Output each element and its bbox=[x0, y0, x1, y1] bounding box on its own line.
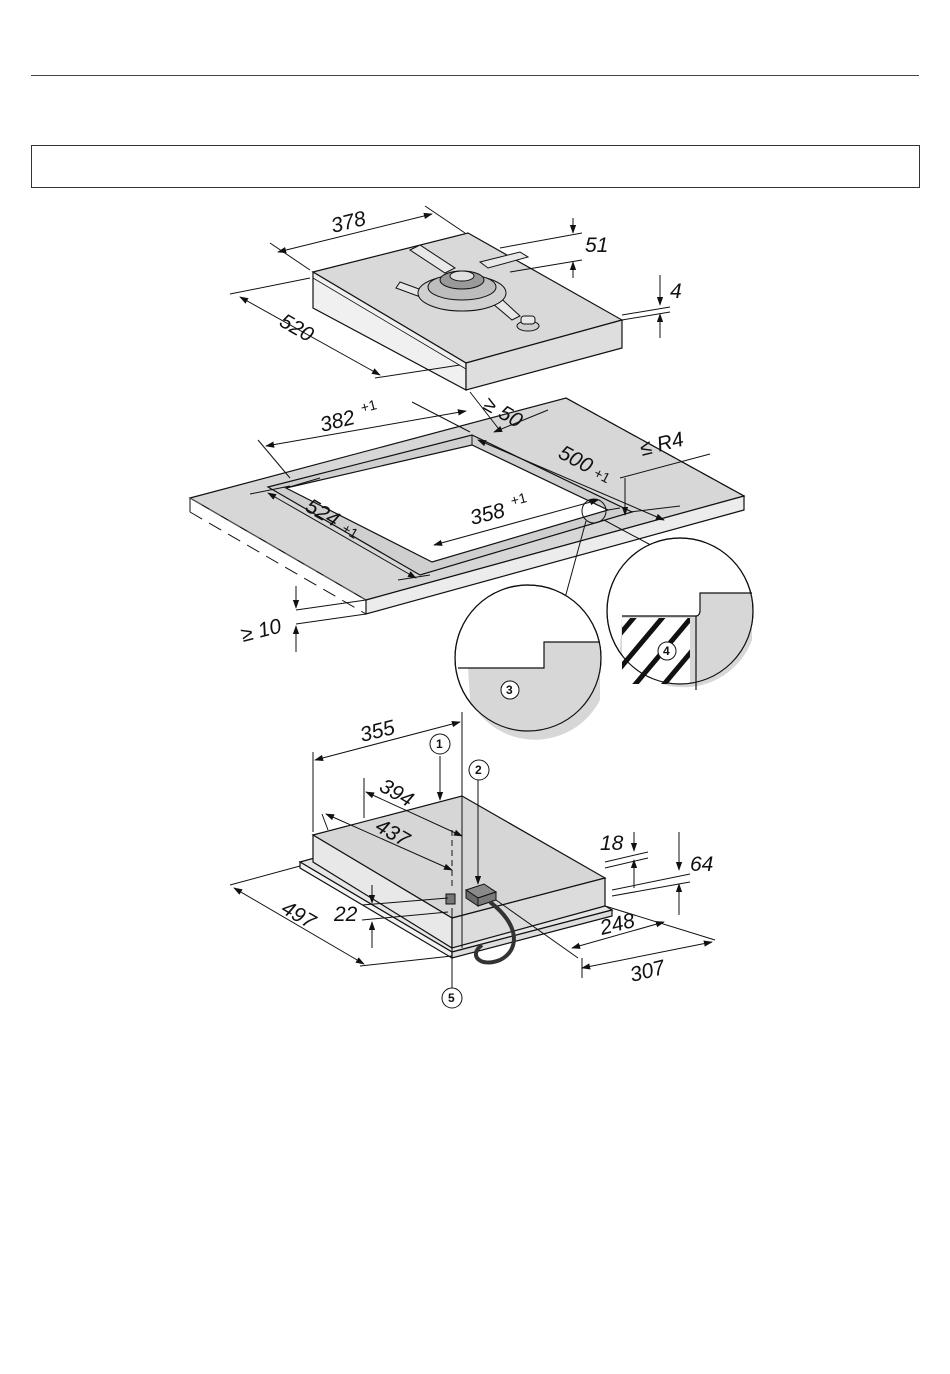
cutout-width-tol: +1 bbox=[359, 396, 379, 415]
label-underside-22: 22 bbox=[333, 903, 358, 926]
label-cutout-width: 382 +1 bbox=[317, 396, 381, 437]
label-radius: ≤ R4 bbox=[638, 428, 686, 461]
label-hob-width: 378 bbox=[329, 207, 369, 238]
label-underside-64: 64 bbox=[690, 853, 713, 876]
callout-5: 5 bbox=[448, 991, 455, 1005]
callout-2: 2 bbox=[475, 763, 482, 777]
callout-1: 1 bbox=[436, 737, 443, 751]
label-hob-depth: 520 bbox=[276, 309, 318, 347]
label-underside-394: 394 bbox=[376, 774, 418, 811]
label-min-worktop: ≥ 10 bbox=[239, 615, 284, 647]
detail-4: 4 bbox=[607, 538, 753, 690]
label-hob-height: 51 bbox=[585, 234, 608, 257]
label-underside-width: 355 bbox=[358, 716, 398, 747]
label-underside-307: 307 bbox=[628, 956, 669, 987]
callout-3: 3 bbox=[506, 683, 513, 697]
earth-terminal bbox=[446, 894, 455, 904]
label-underside-18: 18 bbox=[600, 832, 624, 855]
hob-unit bbox=[313, 233, 622, 390]
hob-underside bbox=[300, 796, 612, 962]
callout-4: 4 bbox=[663, 644, 670, 658]
cutout-width-value: 382 bbox=[318, 406, 358, 437]
label-underside-depth: 497 bbox=[278, 896, 321, 934]
label-hob-glass: 4 bbox=[670, 280, 682, 303]
detail-3: 3 bbox=[455, 585, 601, 740]
